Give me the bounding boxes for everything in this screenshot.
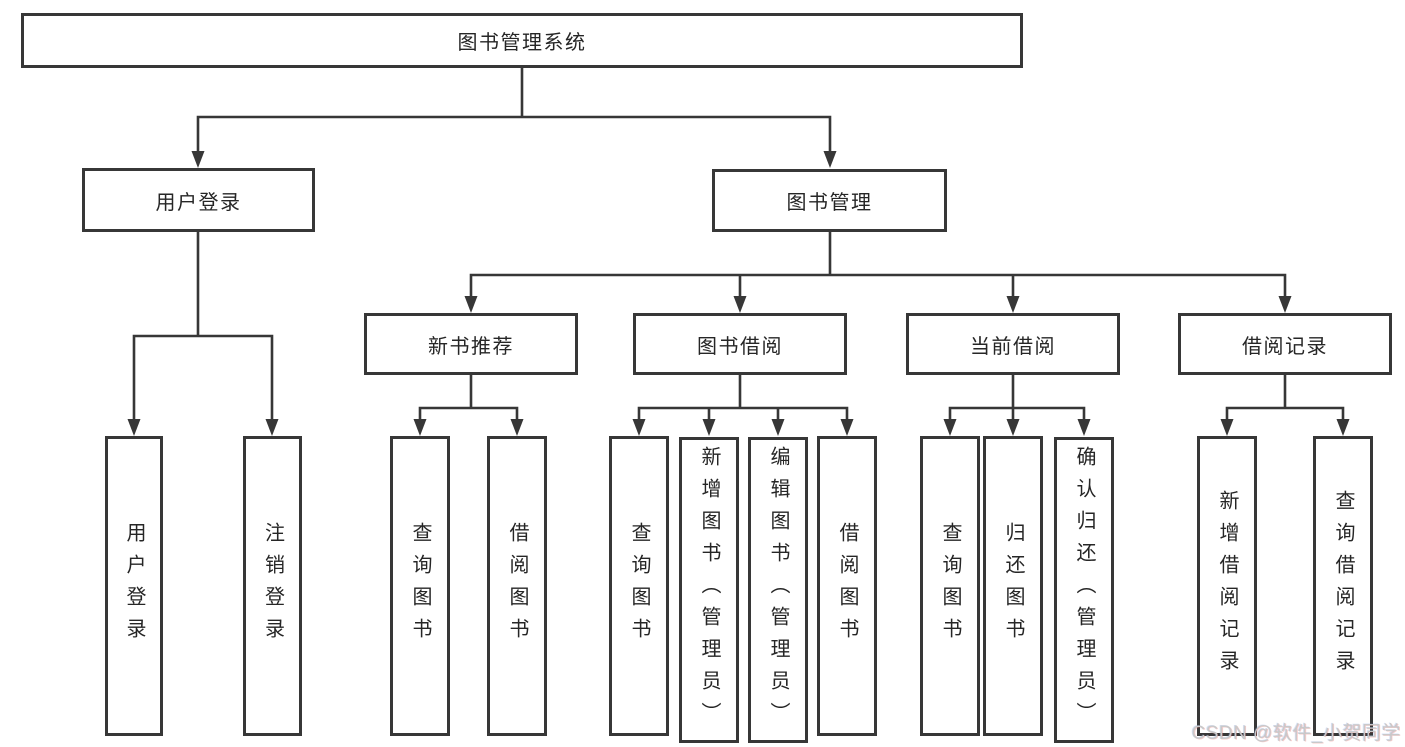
node-leaf-query-books-3: 查询图书 [920,436,980,736]
arrowhead [127,419,141,436]
node-leaf-query-books-2: 查询图书 [609,436,669,736]
node-leaf-logout: 注销登录 [243,436,302,736]
arrowhead [1336,419,1350,436]
node-leaf-user-login: 用户登录 [105,436,163,736]
arrowhead [823,151,837,168]
arrowhead [1006,296,1020,313]
arrowheads [127,151,1350,436]
node-leaf-add-book-admin: 新增图书（管理员） [679,437,739,743]
node-leaf-edit-book-admin: 编辑图书（管理员） [748,437,808,743]
node-book-borrowing: 图书借阅 [633,313,847,375]
arrowhead [632,419,646,436]
arrowhead [265,419,279,436]
arrowhead [510,419,524,436]
node-leaf-borrow-books-1: 借阅图书 [487,436,547,736]
arrowhead [1278,296,1292,313]
node-leaf-borrow-books-2: 借阅图书 [817,436,877,736]
node-leaf-add-borrow-record: 新增借阅记录 [1197,436,1257,736]
node-leaf-query-books-1: 查询图书 [390,436,450,736]
arrowhead [840,419,854,436]
connector-paths [132,66,1345,422]
node-leaf-return-books: 归还图书 [983,436,1043,736]
arrowhead [733,296,747,313]
node-leaf-confirm-return-admin: 确认归还（管理员） [1054,437,1114,743]
arrowhead [1077,419,1091,436]
arrowhead [464,296,478,313]
arrowhead [413,419,427,436]
arrowhead [191,151,205,168]
node-leaf-query-borrow-record: 查询借阅记录 [1313,436,1373,736]
node-root: 图书管理系统 [21,13,1023,68]
arrowhead [1006,419,1020,436]
node-current-borrowing: 当前借阅 [906,313,1120,375]
node-borrowing-records: 借阅记录 [1178,313,1392,375]
node-new-book-recommend: 新书推荐 [364,313,578,375]
arrowhead [1220,419,1234,436]
arrowhead [702,419,716,436]
arrowhead [771,419,785,436]
node-user-login-module: 用户登录 [82,168,315,232]
node-book-management-module: 图书管理 [712,169,947,232]
arrowhead [943,419,957,436]
